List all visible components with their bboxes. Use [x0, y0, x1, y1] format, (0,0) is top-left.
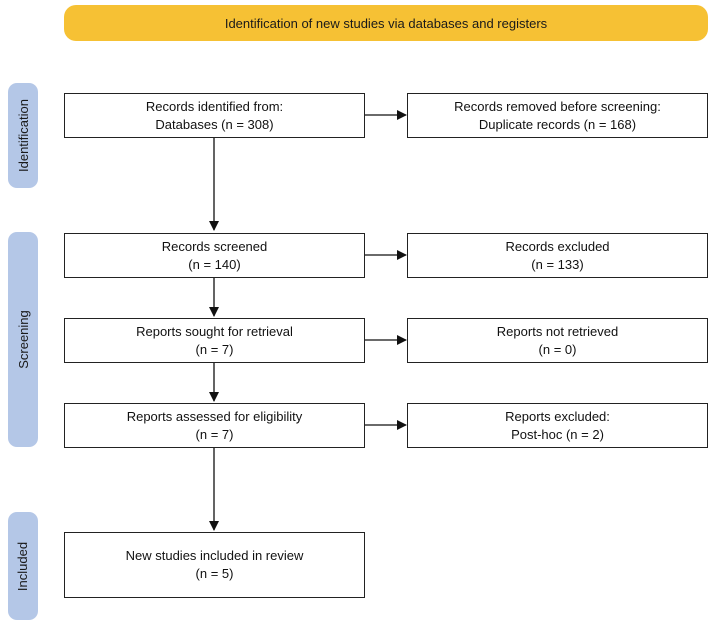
- box-reports-sought: Reports sought for retrieval (n = 7): [64, 318, 365, 363]
- box-reports-assessed-line2: (n = 7): [195, 426, 234, 442]
- box-records-removed: Records removed before screening: Duplic…: [407, 93, 708, 138]
- phase-label-screening-text: Screening: [15, 310, 31, 369]
- header-banner: Identification of new studies via databa…: [64, 5, 708, 41]
- header-title: Identification of new studies via databa…: [224, 15, 548, 31]
- box-reports-sought-line2: (n = 7): [195, 341, 234, 357]
- box-studies-included-line2: (n = 5): [195, 566, 234, 581]
- box-reports-excluded-line1: Reports excluded:: [505, 408, 610, 424]
- phase-label-identification: Identification: [8, 83, 38, 188]
- box-studies-included-line1: New studies included in review: [125, 548, 304, 563]
- box-reports-not-retrieved-line2: (n = 0): [538, 341, 577, 357]
- box-reports-not-retrieved: Reports not retrieved (n = 0): [407, 318, 708, 363]
- box-records-identified-line2: Databases (n = 308): [155, 116, 274, 132]
- phase-label-included: Included: [8, 512, 38, 620]
- box-reports-assessed-line1: Reports assessed for eligibility: [126, 408, 303, 424]
- box-records-identified-line1: Records identified from:: [145, 98, 284, 114]
- box-studies-included: New studies included in review (n = 5): [64, 532, 365, 598]
- box-reports-assessed: Reports assessed for eligibility (n = 7): [64, 403, 365, 448]
- box-records-screened-line1: Records screened: [161, 238, 268, 254]
- box-reports-excluded: Reports excluded: Post-hoc (n = 2): [407, 403, 708, 448]
- box-records-screened: Records screened (n = 140): [64, 233, 365, 278]
- box-reports-not-retrieved-line1: Reports not retrieved: [496, 323, 619, 339]
- phase-label-identification-text: Identification: [15, 99, 31, 172]
- box-records-excluded-line1: Records excluded: [505, 238, 610, 254]
- box-reports-excluded-line2: Post-hoc (n = 2): [511, 426, 604, 442]
- phase-label-included-text: Included: [15, 541, 31, 591]
- box-records-removed-line1: Records removed before screening:: [454, 98, 661, 114]
- phase-label-screening: Screening: [8, 232, 38, 447]
- box-records-excluded-line2: (n = 133): [531, 256, 584, 272]
- box-reports-sought-line1: Reports sought for retrieval: [136, 323, 293, 339]
- box-records-screened-line2: (n = 140): [188, 256, 241, 272]
- box-records-removed-line2: Duplicate records (n = 168): [478, 116, 637, 132]
- box-records-excluded: Records excluded (n = 133): [407, 233, 708, 278]
- box-records-identified: Records identified from: Databases (n = …: [64, 93, 365, 138]
